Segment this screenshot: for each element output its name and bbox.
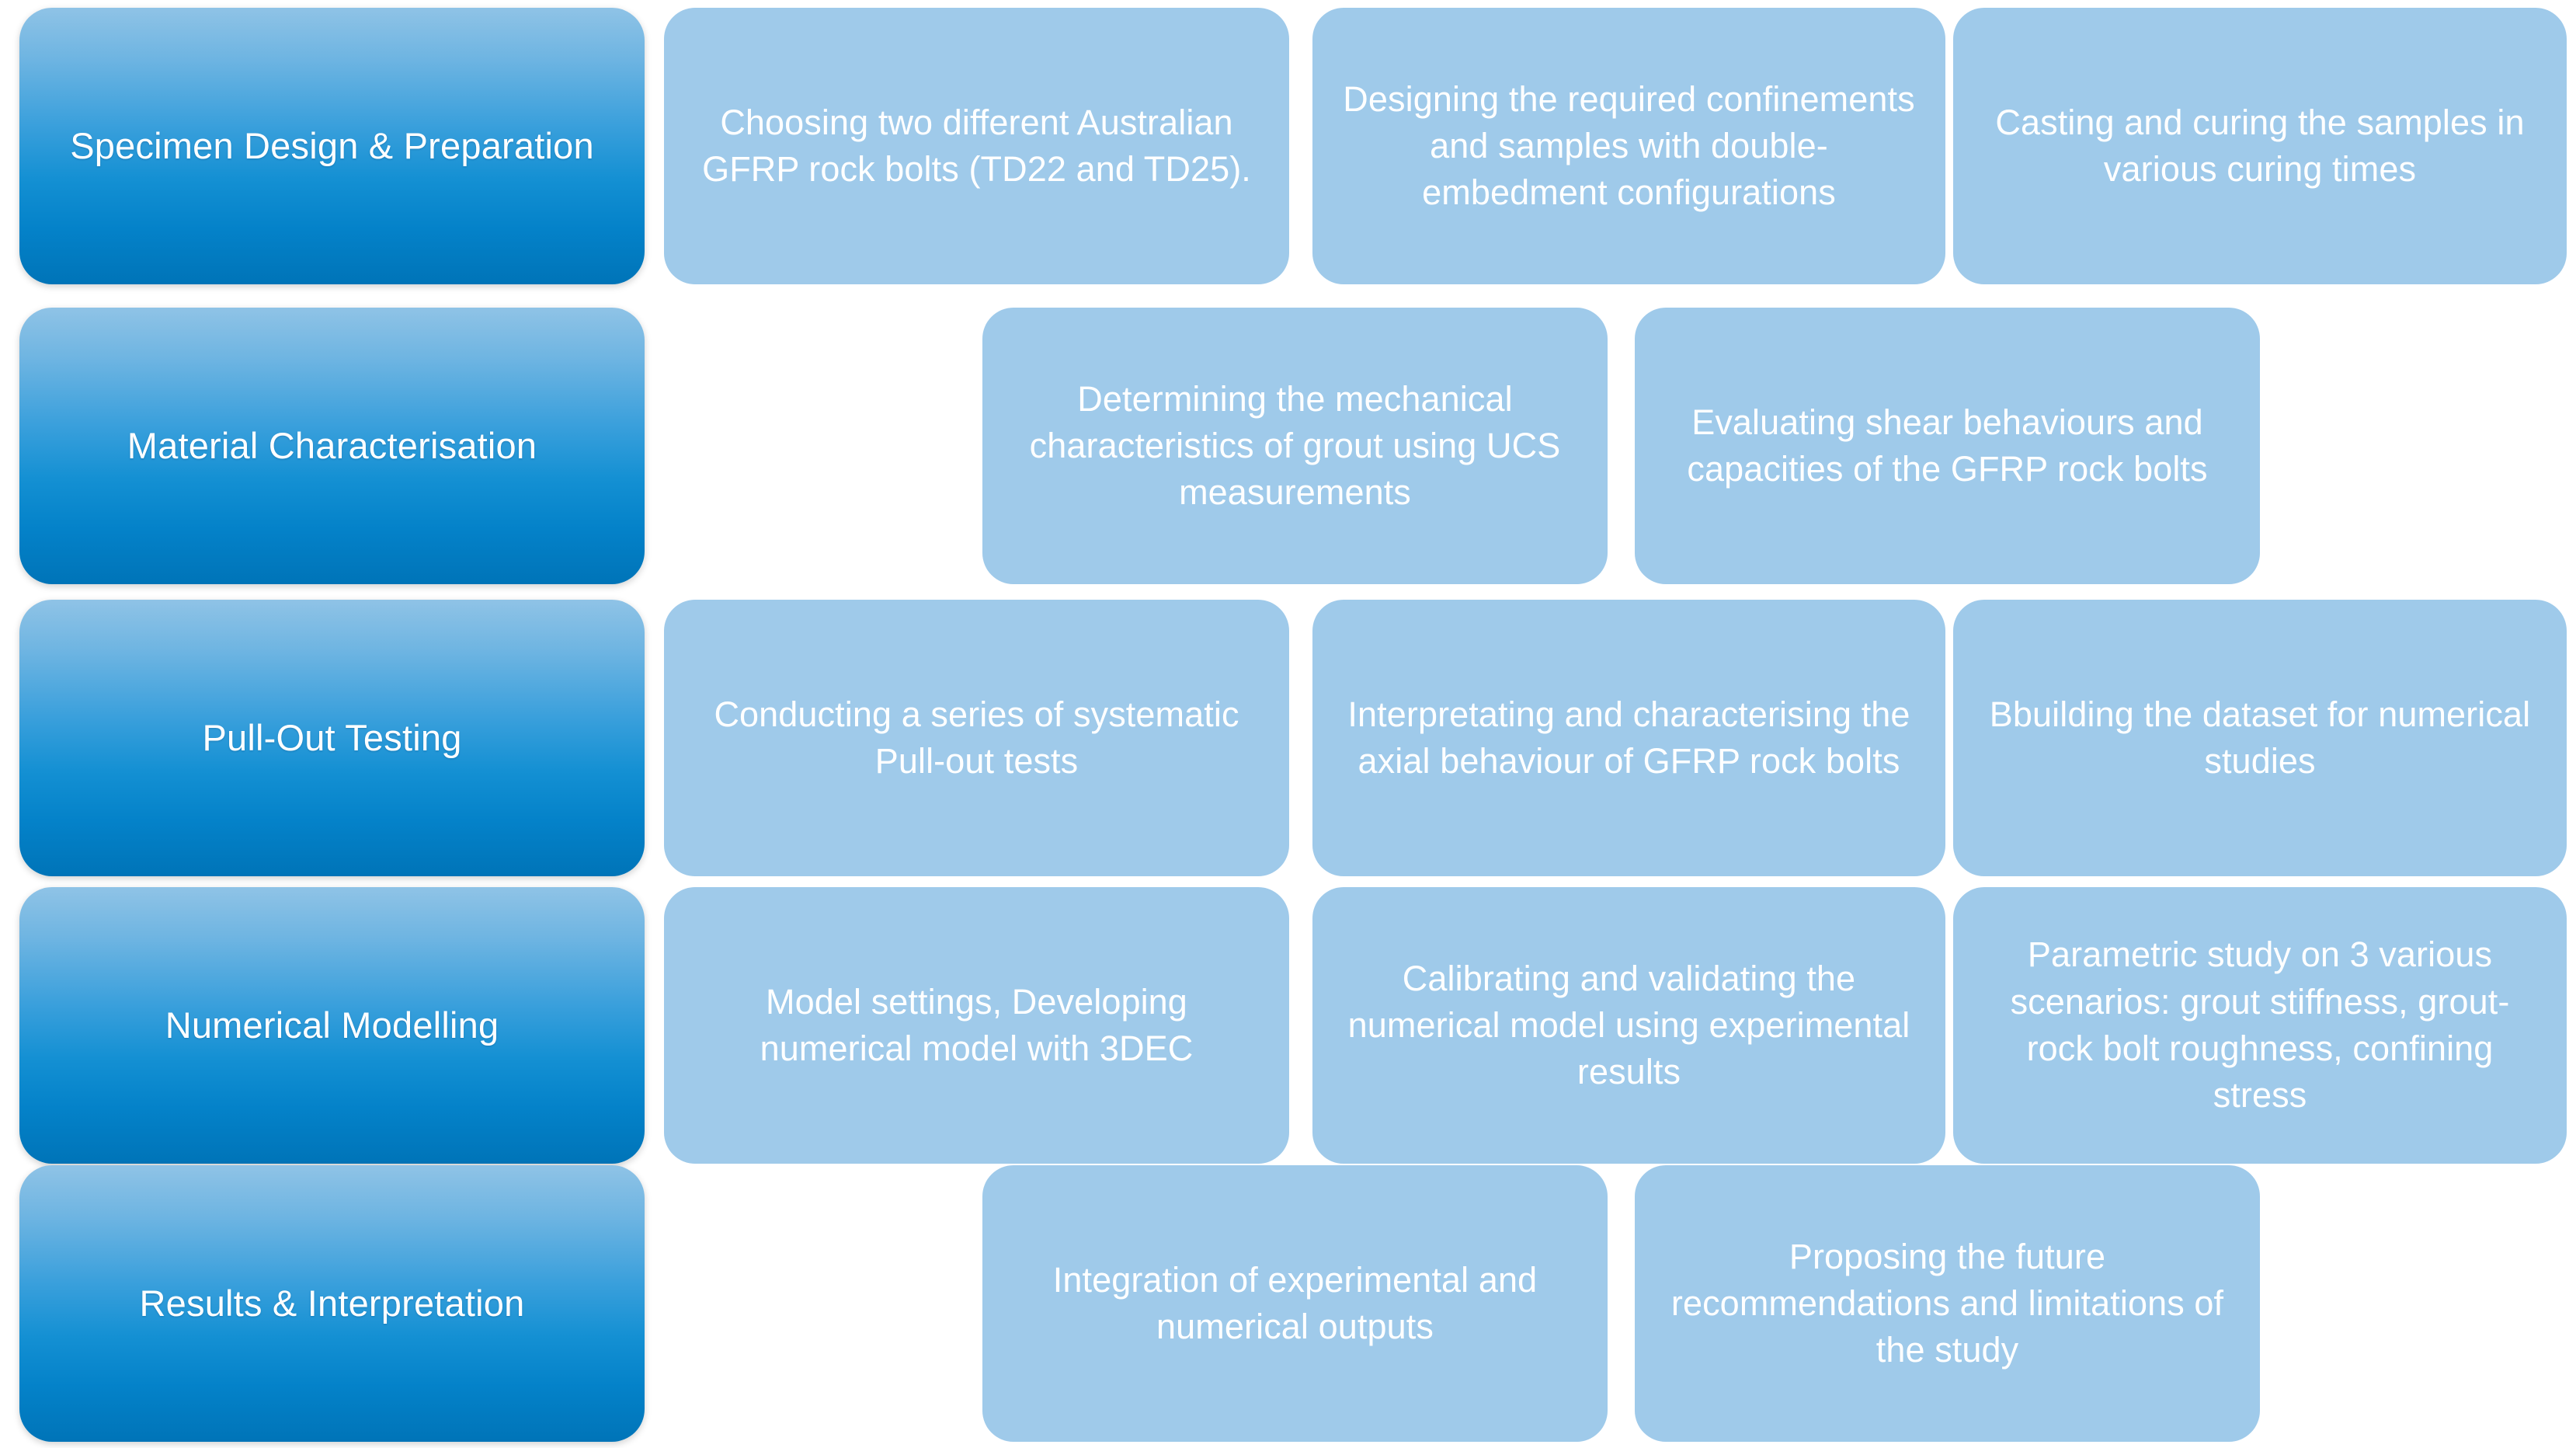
task-label: Calibrating and validating the numerical… bbox=[1347, 958, 1910, 1092]
task-label: Evaluating shear behaviours and capaciti… bbox=[1687, 402, 2208, 489]
stage-label: Pull-Out Testing bbox=[202, 717, 462, 759]
task-label: Casting and curing the samples in variou… bbox=[1995, 102, 2525, 189]
stage-box-specimen-design[interactable]: Specimen Design & Preparation bbox=[19, 8, 645, 284]
stage-box-numerical-modelling[interactable]: Numerical Modelling bbox=[19, 887, 645, 1164]
task-box-choosing-bolts[interactable]: Choosing two different Australian GFRP r… bbox=[664, 8, 1289, 284]
stage-box-material-characterisation[interactable]: Material Characterisation bbox=[19, 308, 645, 584]
stage-label: Numerical Modelling bbox=[165, 1004, 499, 1046]
task-box-designing-confinements[interactable]: Designing the required confinements and … bbox=[1312, 8, 1945, 284]
flowchart-row-specimen-design: Specimen Design & Preparation Choosing t… bbox=[0, 8, 2576, 284]
task-label: Parametric study on 3 various scenarios:… bbox=[2010, 935, 2510, 1116]
task-box-integration-outputs[interactable]: Integration of experimental and numerica… bbox=[982, 1165, 1608, 1442]
stage-box-pull-out-testing[interactable]: Pull-Out Testing bbox=[19, 600, 645, 876]
task-label: Integration of experimental and numerica… bbox=[1052, 1259, 1538, 1346]
task-box-axial-behaviour[interactable]: Interpretating and characterising the ax… bbox=[1312, 600, 1945, 876]
task-label: Bbuilding the dataset for numerical stud… bbox=[1989, 694, 2531, 781]
task-box-parametric-study[interactable]: Parametric study on 3 various scenarios:… bbox=[1953, 887, 2567, 1164]
flowchart-row-results-interpretation: Results & Interpretation Integration of … bbox=[0, 1165, 2576, 1442]
task-label: Conducting a series of systematic Pull-o… bbox=[714, 694, 1239, 781]
task-label: Interpretating and characterising the ax… bbox=[1347, 694, 1910, 781]
flowchart-row-pull-out-testing: Pull-Out Testing Conducting a series of … bbox=[0, 600, 2576, 876]
task-box-future-recommendations[interactable]: Proposing the future recommendations and… bbox=[1635, 1165, 2260, 1442]
task-label: Determining the mechanical characteristi… bbox=[1029, 378, 1561, 513]
task-label: Model settings, Developing numerical mod… bbox=[760, 981, 1194, 1068]
task-box-grout-ucs[interactable]: Determining the mechanical characteristi… bbox=[982, 308, 1608, 584]
task-label: Proposing the future recommendations and… bbox=[1670, 1236, 2224, 1370]
stage-label: Specimen Design & Preparation bbox=[70, 125, 594, 167]
stage-label: Results & Interpretation bbox=[139, 1283, 525, 1324]
stage-box-results-interpretation[interactable]: Results & Interpretation bbox=[19, 1165, 645, 1442]
flowchart-row-material-characterisation: Material Characterisation Determining th… bbox=[0, 308, 2576, 584]
flowchart-row-numerical-modelling: Numerical Modelling Model settings, Deve… bbox=[0, 887, 2576, 1164]
task-label: Choosing two different Australian GFRP r… bbox=[702, 102, 1251, 189]
task-box-systematic-pullout-tests[interactable]: Conducting a series of systematic Pull-o… bbox=[664, 600, 1289, 876]
task-box-model-settings-3dec[interactable]: Model settings, Developing numerical mod… bbox=[664, 887, 1289, 1164]
task-box-shear-behaviour[interactable]: Evaluating shear behaviours and capaciti… bbox=[1635, 308, 2260, 584]
task-box-casting-curing[interactable]: Casting and curing the samples in variou… bbox=[1953, 8, 2567, 284]
task-box-dataset-building[interactable]: Bbuilding the dataset for numerical stud… bbox=[1953, 600, 2567, 876]
task-label: Designing the required confinements and … bbox=[1343, 78, 1915, 213]
stage-label: Material Characterisation bbox=[127, 425, 537, 467]
task-box-calibrating-validating[interactable]: Calibrating and validating the numerical… bbox=[1312, 887, 1945, 1164]
